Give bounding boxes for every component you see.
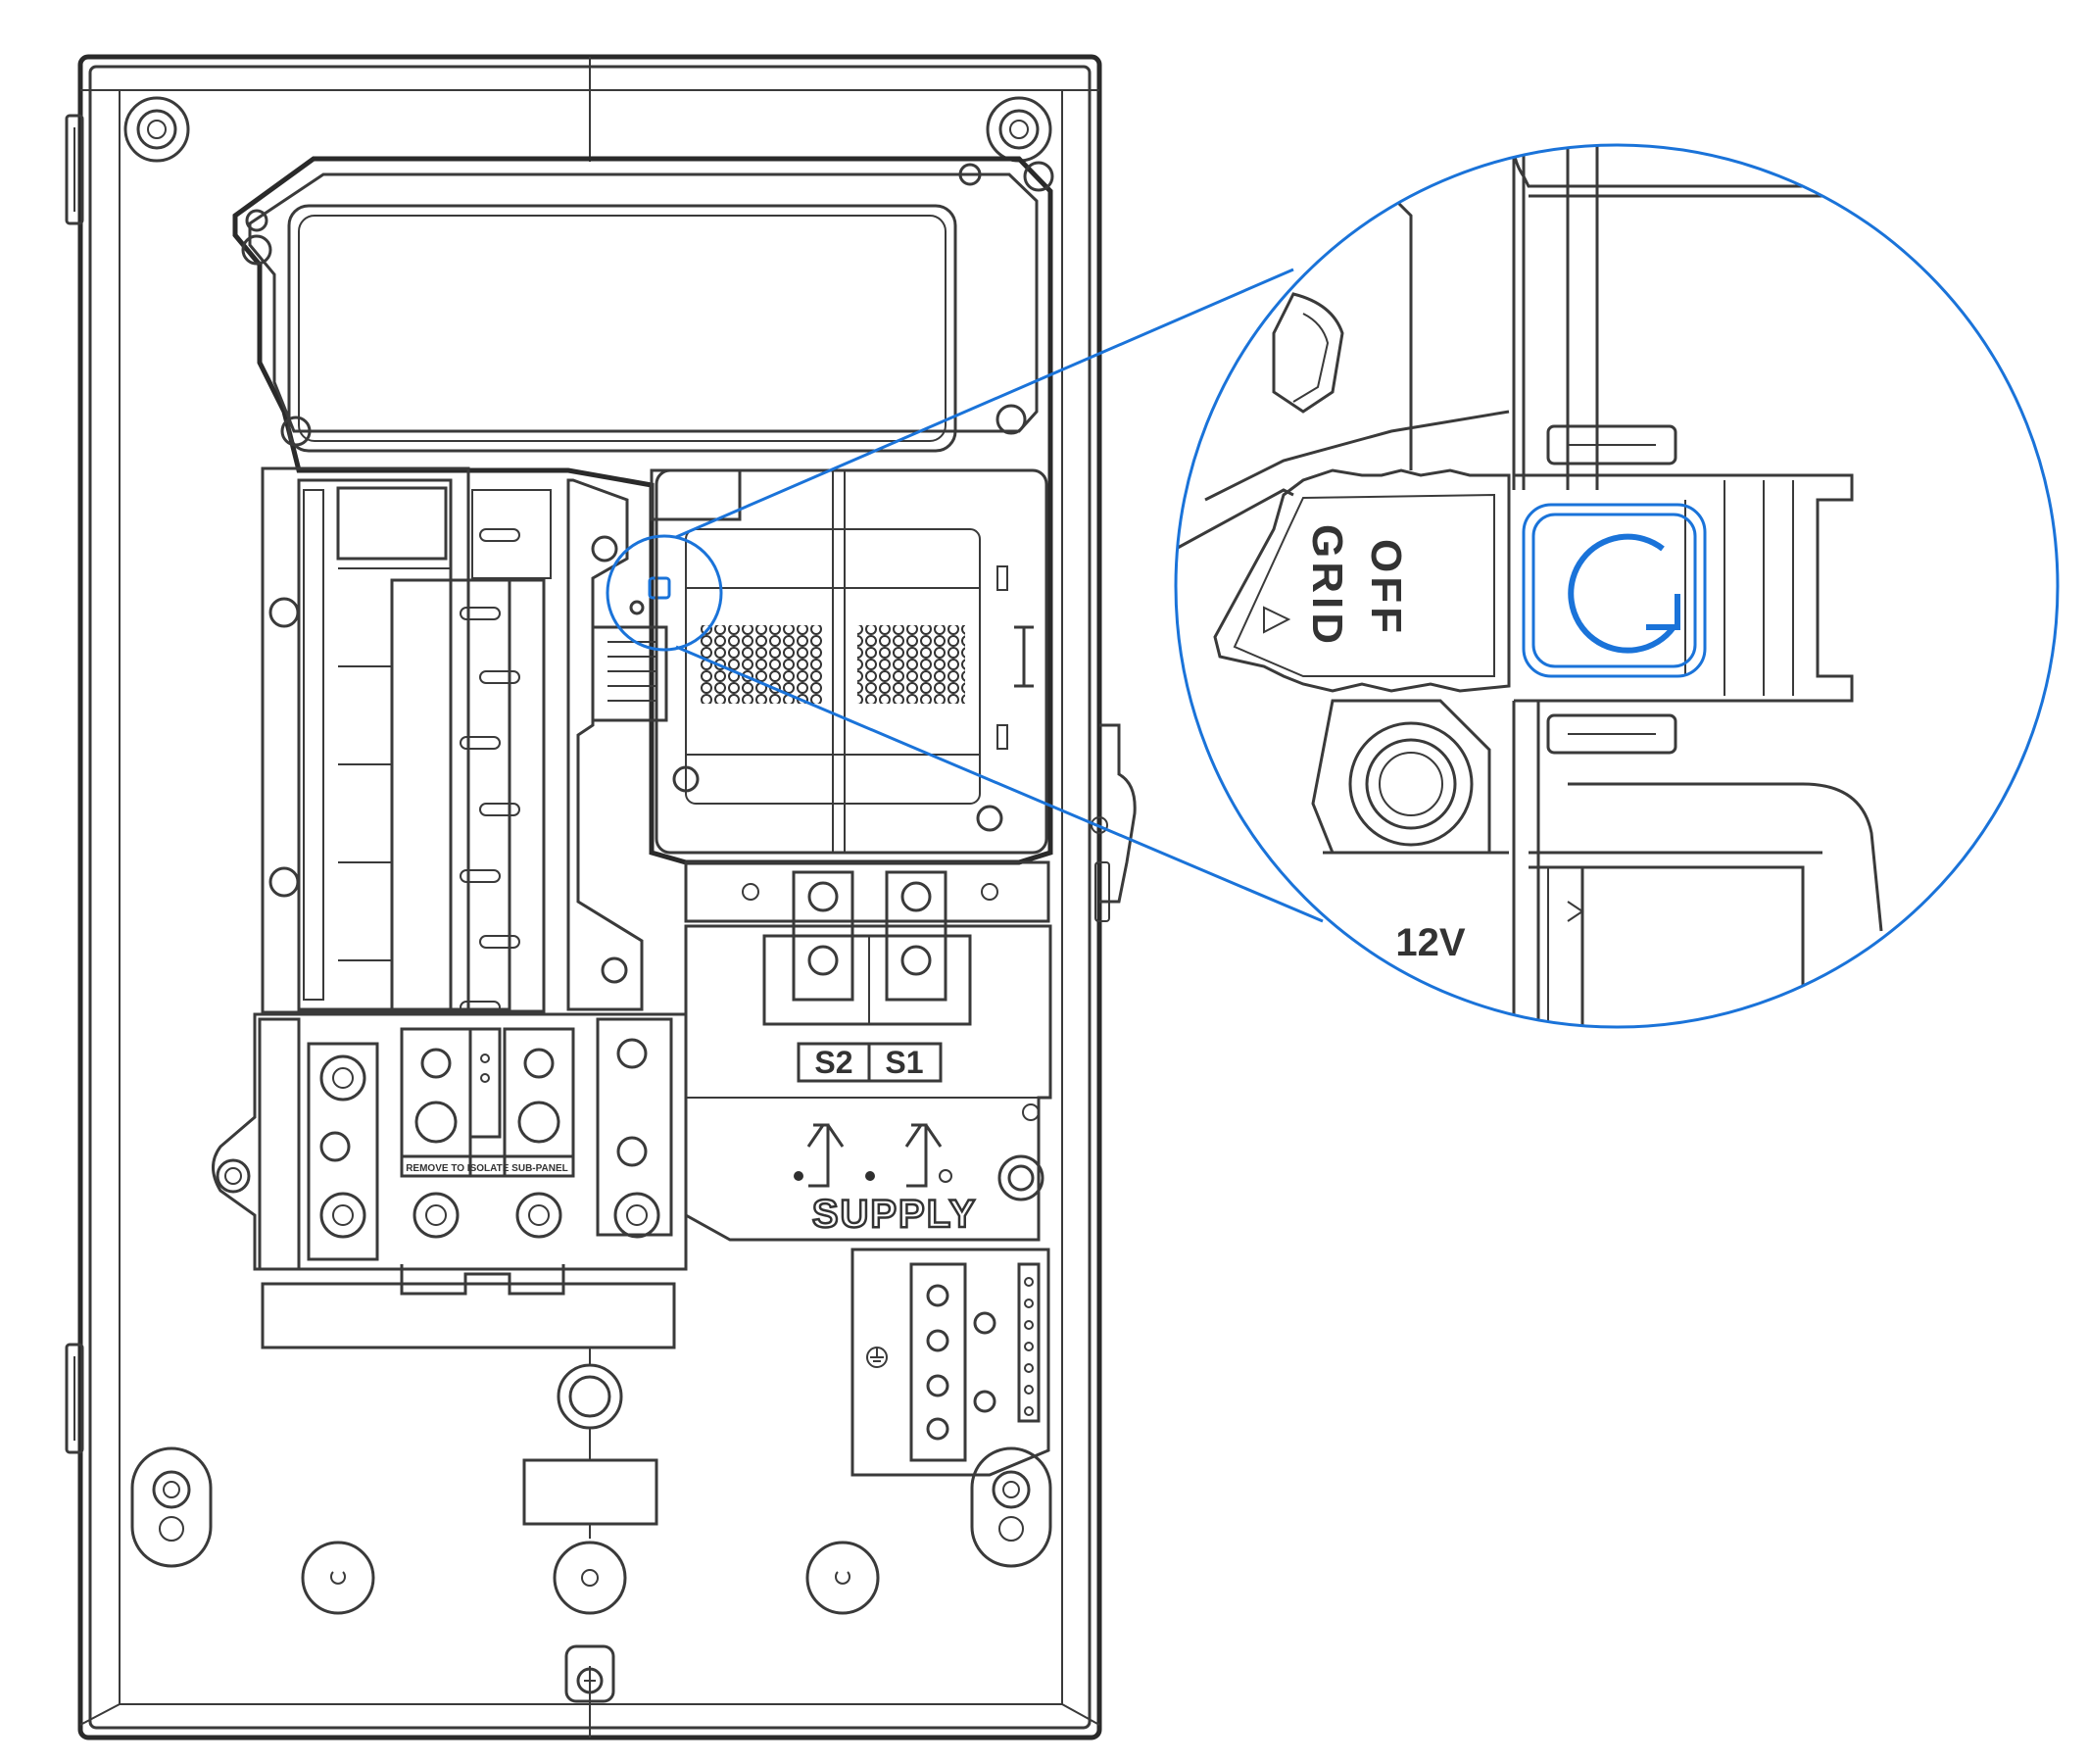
zoom-source-circle: [606, 534, 723, 652]
mounting-screw-top-left: [123, 96, 190, 163]
label-supply: SUPPLY: [812, 1193, 977, 1236]
enclosure: [77, 54, 1102, 1740]
hinge-bottom: [65, 1343, 84, 1454]
zoom-detail: OFF GRID: [1176, 145, 2058, 1027]
vent-module: [655, 468, 1048, 855]
supply-lug-block: [684, 860, 1050, 1026]
zoom-leader-top: [675, 268, 1294, 539]
label-remove-note: REMOVE TO ISOLATE SUB-PANEL: [406, 1163, 568, 1174]
zoom-callout: OFF GRID: [606, 143, 2060, 1029]
mounting-slot-bottom-right: [970, 1446, 1052, 1568]
knockout-bottom-slot: [564, 1644, 615, 1703]
label-s1: S1: [885, 1045, 923, 1080]
knockout-center: [557, 1348, 623, 1430]
supply-plate: SUPPLY: [684, 924, 1052, 1242]
mounting-slot-bottom-left: [130, 1446, 213, 1568]
reset-button-outline: [1522, 503, 1707, 678]
zoom-circle: [1174, 143, 2060, 1029]
ground-bar: [850, 1248, 1050, 1477]
label-s2: S2: [814, 1045, 852, 1080]
center-module: [566, 478, 644, 1011]
door-latch: [1091, 723, 1137, 922]
label-grid: GRID: [1303, 524, 1351, 648]
arrow-up-icon: [806, 1123, 845, 1188]
knockout-label-box: [522, 1428, 658, 1539]
zoom-leader-bottom: [675, 645, 1324, 923]
arrow-up-icon: [904, 1123, 943, 1188]
knockout-bottom-right: [805, 1541, 880, 1615]
panel-label-box: [261, 1282, 676, 1349]
lug-labels: S2 S1: [797, 1042, 943, 1083]
hinge-top: [65, 114, 84, 225]
label-off: OFF: [1362, 539, 1410, 637]
breaker-rail: [261, 466, 470, 1014]
knockout-bottom-center: [553, 1541, 627, 1615]
knockout-bottom-left: [301, 1541, 375, 1615]
mounting-screw-top-right: [986, 96, 1052, 163]
gateway-housing: [232, 156, 1054, 865]
circular-arrow-icon: [1568, 533, 1680, 654]
main-lug-block: REMOVE TO ISOLATE SUB-PANEL: [212, 1012, 688, 1296]
neutral-busbar: [390, 489, 552, 1014]
ground-symbol-icon: [866, 1347, 888, 1368]
label-voltage: 12V: [1395, 921, 1465, 964]
vent-grille-right: [857, 625, 965, 704]
